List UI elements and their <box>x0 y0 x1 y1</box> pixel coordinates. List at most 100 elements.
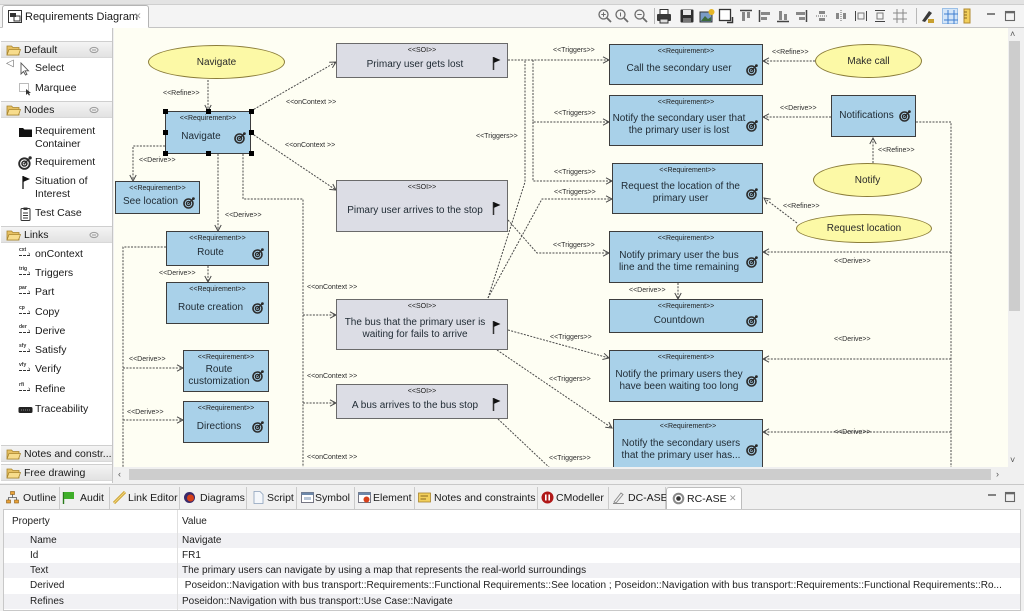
requirement-notify-secondary-lost[interactable]: <<Requirement>> Notify the secondary use… <box>609 95 763 146</box>
ruler-icon[interactable] <box>959 8 975 24</box>
pin-icon[interactable] <box>89 46 99 54</box>
align-center-icon[interactable] <box>833 8 849 24</box>
maximize-icon[interactable] <box>1002 8 1018 24</box>
tab-notes-and-constraints[interactable]: Notes and constraints <box>415 487 538 509</box>
grid-icon[interactable] <box>942 8 958 24</box>
export-image-icon[interactable] <box>699 8 715 24</box>
palette-drawer-default[interactable]: Default <box>1 41 112 58</box>
palette-item-oncontext[interactable]: cxt› onContext <box>18 248 110 262</box>
soi-primary-user-gets-lost[interactable]: <<SOI>> Primary user gets lost <box>336 43 508 78</box>
palette-item-part[interactable]: par› Part <box>18 286 110 300</box>
requirement-route-creation[interactable]: <<Requirement>> Route creation <box>166 282 269 324</box>
palette-item-marquee[interactable]: Marquee <box>18 82 110 96</box>
zoom-fit-icon[interactable] <box>614 8 630 24</box>
palette-item-verify[interactable]: vfy› Verify <box>18 363 110 377</box>
align-left-icon[interactable] <box>757 8 773 24</box>
soi-bus-arrives[interactable]: <<SOI>> A bus arrives to the bus stop <box>336 384 508 419</box>
requirement-directions[interactable]: <<Requirement>> Directions <box>183 401 269 443</box>
requirement-notify-waiting-too-long[interactable]: <<Requirement>> Notify the primary users… <box>609 350 763 402</box>
soi-bus-fails-to-arrive[interactable]: <<SOI>> The bus that the primary user is… <box>336 299 508 350</box>
palette-drawer-notes[interactable]: Notes and constr... <box>1 445 112 462</box>
palette-drawer-links[interactable]: Links <box>1 226 112 243</box>
requirement-route-customization[interactable]: <<Requirement>> Route customization <box>183 350 269 392</box>
scroll-up-icon[interactable]: ˄ <box>1010 29 1016 39</box>
table-row[interactable]: Text The primary users can navigate by u… <box>4 563 1020 578</box>
snap-icon[interactable] <box>892 8 908 24</box>
tab-symbol[interactable]: Symbol <box>297 487 355 509</box>
requirement-notify-secondary-users[interactable]: <<Requirement>> Notify the secondary use… <box>613 419 763 467</box>
palette-item-test-case[interactable]: Test Case <box>18 207 110 221</box>
table-row[interactable]: Id FR1 <box>4 548 1020 563</box>
align-right-icon[interactable] <box>793 8 809 24</box>
derive-trunk-notifications[interactable] <box>916 121 952 467</box>
tab-requirements-diagram[interactable]: Requirements Diagram ✕ <box>2 5 149 28</box>
scroll-down-icon[interactable]: ˅ <box>1010 455 1016 465</box>
property-value[interactable]: Poseidon::Navigation with bus transport:… <box>182 596 453 607</box>
requirement-route[interactable]: <<Requirement>> Route <box>166 231 269 266</box>
close-tab-icon[interactable]: ✕ <box>134 11 142 21</box>
tab-script[interactable]: Script <box>247 487 297 509</box>
property-value[interactable]: Poseidon::Navigation with bus transport:… <box>182 580 1002 591</box>
column-divider[interactable] <box>177 510 178 610</box>
column-header-property[interactable]: Property <box>12 516 50 527</box>
tab-outline[interactable]: Outline <box>3 487 60 509</box>
property-value[interactable]: The primary users can navigate by using … <box>182 565 587 576</box>
derive-edge-see-location[interactable] <box>132 145 165 181</box>
tab-dc-ase[interactable]: DC-ASE <box>609 487 668 509</box>
triggers-edge-notify-lost[interactable] <box>532 60 609 123</box>
pin-icon[interactable] <box>89 106 99 114</box>
palette-item-situation-of-interest[interactable]: Situation of Interest <box>18 175 110 201</box>
panel-minimize-icon[interactable] <box>984 489 1000 505</box>
triggers-edge-waiting[interactable] <box>507 329 610 359</box>
use-case-notify[interactable]: Notify <box>813 163 922 197</box>
table-row[interactable]: Name Navigate <box>4 533 1020 548</box>
palette-drawer-free-drawing[interactable]: Free drawing <box>1 464 112 481</box>
minimize-icon[interactable] <box>983 8 999 24</box>
palette-item-triggers[interactable]: trig› Triggers <box>18 267 110 281</box>
use-case-navigate[interactable]: Navigate <box>148 45 285 79</box>
print-icon[interactable] <box>656 8 672 24</box>
diagram-canvas[interactable]: Navigate Make call Notify Request locati… <box>114 28 1008 467</box>
tab-diagrams[interactable]: Diagrams <box>180 487 247 509</box>
horizontal-scroll-thumb[interactable] <box>129 469 991 480</box>
panel-maximize-icon[interactable] <box>1002 489 1018 505</box>
selection-handle[interactable] <box>249 109 254 114</box>
derive-trunk-route[interactable] <box>122 246 166 467</box>
format-brush-icon[interactable] <box>919 8 935 24</box>
selection-handle[interactable] <box>163 151 168 156</box>
palette-item-satisfy[interactable]: sfy› Satisfy <box>18 344 110 358</box>
triggers-edge-bus-line[interactable] <box>507 219 609 254</box>
column-header-value[interactable]: Value <box>182 516 207 527</box>
match-width-icon[interactable] <box>853 8 869 24</box>
pin-icon[interactable] <box>89 231 99 239</box>
use-case-request-location[interactable]: Request location <box>796 214 932 243</box>
table-row[interactable]: Derived Poseidon::Navigation with bus tr… <box>4 578 1020 593</box>
selection-handle[interactable] <box>163 130 168 135</box>
match-height-icon[interactable] <box>872 8 888 24</box>
tab-link-editor[interactable]: Link Editor <box>110 487 180 509</box>
requirement-countdown[interactable]: <<Requirement>> Countdown <box>609 299 763 333</box>
tab-element[interactable]: Element <box>355 487 415 509</box>
vertical-scroll-thumb[interactable] <box>1009 41 1020 311</box>
close-tab-icon[interactable]: ✕ <box>729 493 737 503</box>
palette-item-copy[interactable]: cp› Copy <box>18 306 110 320</box>
zoom-out-icon[interactable] <box>633 8 649 24</box>
palette-item-derive[interactable]: der› Derive <box>18 325 110 339</box>
scroll-right-icon[interactable]: › <box>996 469 999 479</box>
tab-rc-ase[interactable]: RC-ASE ✕ <box>666 487 742 509</box>
tab-audit[interactable]: Audit <box>60 487 110 509</box>
scroll-left-icon[interactable]: ‹ <box>118 469 121 479</box>
palette-item-refine[interactable]: rfi› Refine <box>18 383 110 397</box>
property-value[interactable]: Navigate <box>182 535 222 546</box>
refine-edge-request-location[interactable] <box>763 197 798 224</box>
triggers-edge-secondary-users[interactable] <box>496 349 613 429</box>
triggers-edge-bus-arrives[interactable] <box>497 418 552 467</box>
requirement-see-location[interactable]: <<Requirement>> See location <box>115 181 200 214</box>
selection-handle[interactable] <box>249 130 254 135</box>
requirement-navigate[interactable]: <<Requirement>> Navigate <box>165 111 251 154</box>
zoom-window-icon[interactable] <box>718 8 734 24</box>
triggers-edge-request-location-b[interactable] <box>487 198 612 299</box>
requirement-request-location[interactable]: <<Requirement>> Request the location of … <box>612 163 763 214</box>
save-icon[interactable] <box>679 8 695 24</box>
palette-drawer-nodes[interactable]: Nodes <box>1 101 112 118</box>
